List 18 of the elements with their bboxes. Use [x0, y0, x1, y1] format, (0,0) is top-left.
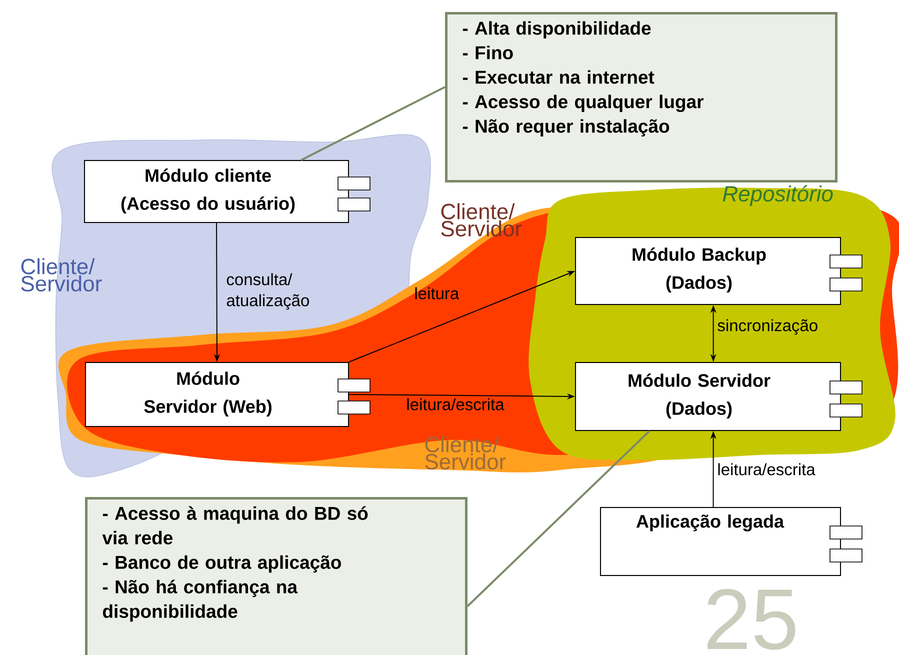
edge-label: sincronização — [718, 319, 818, 335]
cloud-label: Cliente/ Servidor — [425, 436, 506, 470]
edge-label: consulta/ atualização — [226, 273, 309, 310]
component-box: Módulo Backup (Dados) — [575, 237, 862, 305]
page-number: 25 — [708, 588, 796, 650]
component-box: Módulo Servidor (Web) — [85, 362, 370, 427]
component-box: Aplicação legada — [600, 507, 862, 576]
component-box: Módulo cliente (Acesso do usuário) — [84, 160, 370, 223]
component-box: Módulo Servidor (Dados) — [575, 362, 862, 431]
note-box: - Alta disponibilidade - Fino - Executar na internet - Acesso de qualquer lugar - Não requer instalação — [445, 12, 838, 182]
cloud-label: Cliente/ Servidor — [21, 258, 102, 292]
edge-label: leitura/escrita — [407, 398, 504, 410]
cloud-label: Repositório — [722, 185, 833, 206]
leader-line — [466, 430, 650, 607]
note-box: - Acesso à maquina do BD só via rede - Banco de outra aplicação - Não há confiança na disponibilidade — [85, 497, 468, 655]
edge-label: leitura/escrita — [718, 463, 816, 476]
edge-label: leitura — [415, 287, 460, 300]
leader-line — [300, 86, 446, 161]
